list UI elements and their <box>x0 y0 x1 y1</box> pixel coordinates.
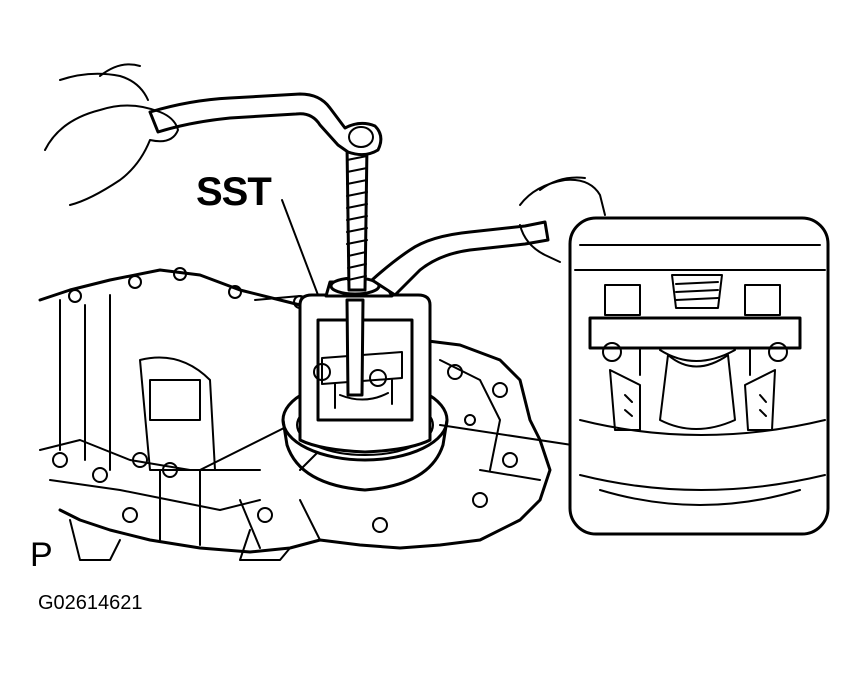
detail-inset <box>439 216 830 536</box>
sst-puller <box>298 276 432 454</box>
transaxle-housing <box>38 267 552 561</box>
upper-wrench <box>148 92 383 157</box>
figure-code-label: G02614621 <box>38 592 143 614</box>
hands <box>44 63 606 263</box>
detail-connector <box>439 424 573 446</box>
lower-wrench <box>370 220 550 297</box>
view-marker-label: P <box>30 536 53 574</box>
sst-leader-line <box>281 199 319 296</box>
sst-callout-label: SST <box>196 170 272 214</box>
center-bolt <box>345 143 369 397</box>
